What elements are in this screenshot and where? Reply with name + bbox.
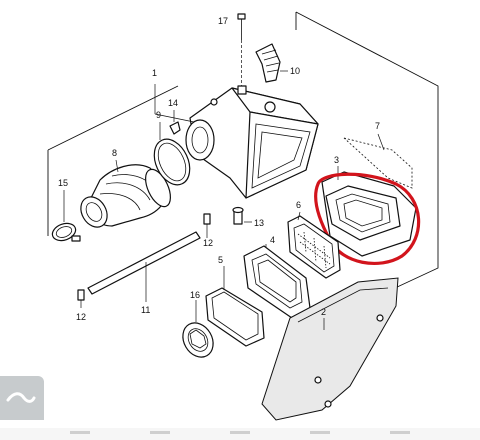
callout-1: 1	[152, 68, 157, 78]
red-highlight-outline	[314, 172, 421, 265]
wave-icon	[6, 392, 36, 403]
bar-segment	[310, 431, 330, 434]
callout-4: 4	[270, 235, 275, 245]
gasket-5	[205, 266, 265, 347]
callout-16: 16	[190, 290, 200, 300]
callout-12-upper: 12	[203, 238, 213, 248]
clip-14	[169, 110, 181, 135]
intake-boot-8	[80, 159, 171, 228]
callout-2: 2	[321, 307, 326, 317]
callout-11: 11	[141, 305, 150, 315]
callout-7: 7	[375, 121, 380, 131]
callout-8: 8	[112, 148, 117, 158]
callout-10: 10	[290, 66, 300, 76]
assembly-frame	[47, 11, 439, 289]
gasket-frame-4	[243, 244, 311, 319]
breather-hose-10	[255, 43, 288, 83]
bar-segment	[230, 431, 250, 434]
clip-12-lower	[77, 289, 85, 308]
clamp-ring-9	[153, 122, 191, 186]
viewer-thumbnail-button[interactable]	[0, 376, 44, 420]
bar-segment	[150, 431, 170, 434]
callout-17: 17	[218, 16, 228, 26]
callout-13: 13	[254, 218, 264, 228]
clip-12-upper	[203, 213, 211, 238]
hose-clamp-15	[51, 190, 81, 242]
bar-segment	[70, 431, 90, 434]
bar-segment	[390, 431, 410, 434]
rod-11	[87, 231, 201, 302]
viewer-bottom-bar	[0, 428, 480, 440]
callout-3: 3	[334, 155, 339, 165]
callout-5: 5	[218, 255, 223, 265]
drain-plug-13	[232, 206, 252, 225]
bolt-17	[237, 13, 246, 86]
callout-labels: 17 10 1 14 9 7 8 3 15 6 13 4 12 5 16 11 …	[58, 16, 380, 322]
callout-6: 6	[296, 200, 301, 210]
callout-15: 15	[58, 178, 68, 188]
callout-12-lower: 12	[76, 312, 86, 322]
callout-9: 9	[156, 110, 161, 120]
cap-16	[182, 300, 214, 358]
intake-cover-7	[343, 133, 413, 189]
callout-14: 14	[168, 98, 178, 108]
air-filter-element-3	[314, 166, 421, 265]
air-cleaner-case-1	[154, 84, 319, 199]
screen-6	[287, 211, 341, 279]
cover-2	[261, 277, 399, 421]
